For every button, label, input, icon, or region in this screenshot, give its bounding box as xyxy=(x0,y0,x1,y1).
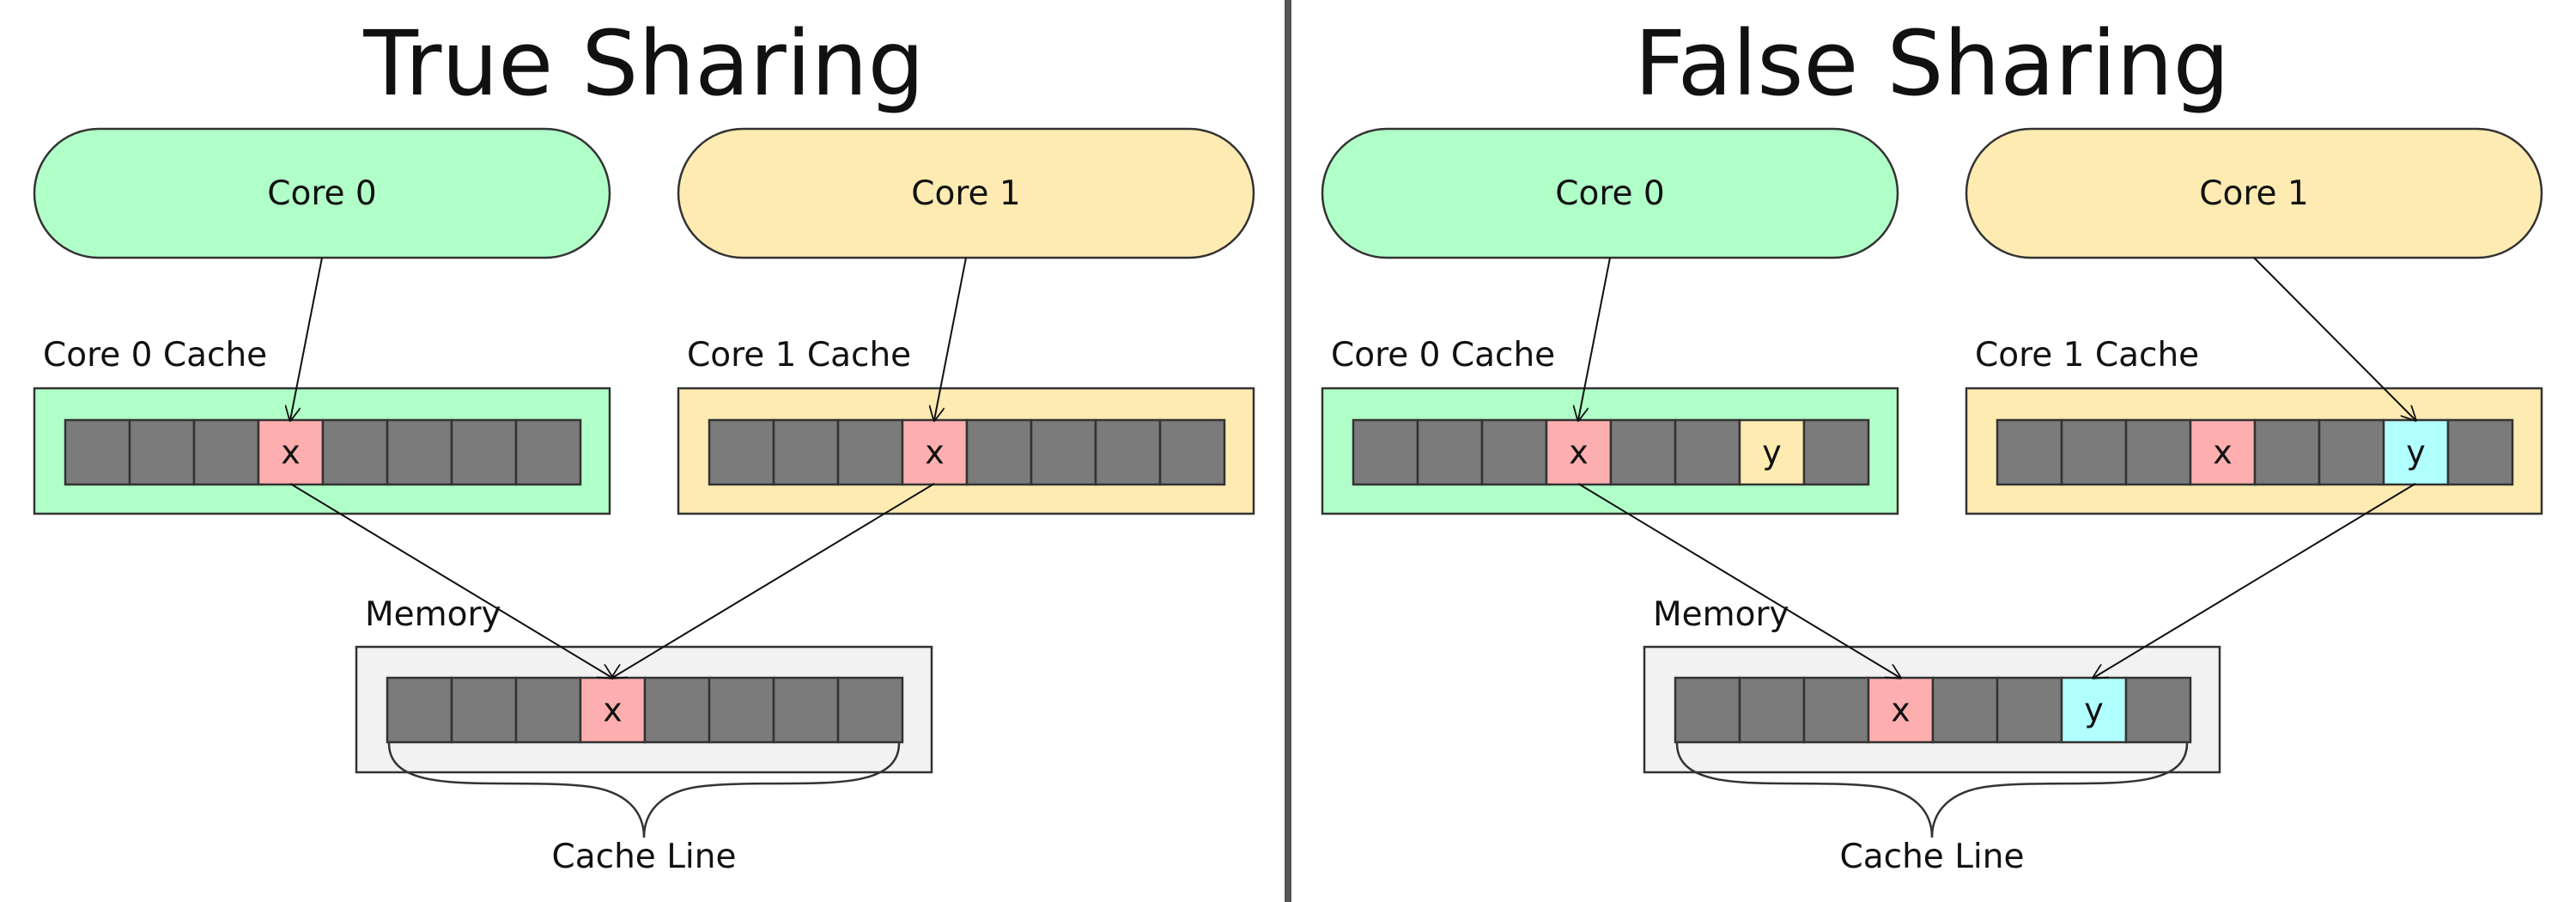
cache-line-brace xyxy=(1675,742,2189,838)
cell-empty xyxy=(64,418,131,486)
cell-y: y xyxy=(2060,676,2128,744)
core-1-cache-label: Core 1 Cache xyxy=(1975,336,2199,375)
cell-empty xyxy=(1352,418,1419,486)
cell-empty xyxy=(386,676,453,744)
cell-y: y xyxy=(2382,418,2450,486)
cell-empty xyxy=(1609,418,1677,486)
core-1-cache-label: Core 1 Cache xyxy=(687,336,911,375)
memory-label: Memory xyxy=(1653,595,1789,634)
memory-line: x xyxy=(386,676,904,744)
arrow-cache1-to-memory xyxy=(2093,483,2416,678)
cell-empty xyxy=(1738,676,1806,744)
arrow-cache0-to-memory xyxy=(289,483,612,678)
arrow-cache1-to-memory xyxy=(612,483,935,678)
core-1-node: Core 1 xyxy=(677,127,1255,259)
cell-label: y xyxy=(2084,692,2104,729)
cell-empty xyxy=(772,418,840,486)
cache-line-label: Cache Line xyxy=(1840,838,2025,876)
arrow-core1-to-cache xyxy=(2253,257,2415,420)
core-1-label: Core 1 xyxy=(911,174,1020,213)
panel-title: False Sharing xyxy=(1634,11,2229,116)
cell-x: x xyxy=(579,676,647,744)
core-0-cache-label: Core 0 Cache xyxy=(43,336,267,375)
core-0-cache-label: Core 0 Cache xyxy=(1331,336,1555,375)
cell-x: x xyxy=(1545,418,1613,486)
cell-empty xyxy=(1931,676,1999,744)
cell-empty xyxy=(1674,676,1741,744)
cell-empty xyxy=(386,418,453,486)
cell-label: x xyxy=(2213,434,2233,472)
panel-true-sharing: True Sharing Core 0 Core 1 Core 0 Cache … xyxy=(33,11,1255,876)
cell-empty xyxy=(2446,418,2514,486)
cell-x: x xyxy=(901,418,969,486)
cell-empty xyxy=(965,418,1033,486)
cell-empty xyxy=(1030,418,1097,486)
core-1-node: Core 1 xyxy=(1965,127,2543,259)
arrow-core0-to-cache xyxy=(290,257,323,420)
cell-label: x xyxy=(1569,434,1589,472)
core-1-cache-line: x xyxy=(708,418,1226,486)
cell-empty xyxy=(1674,418,1741,486)
cell-label: y xyxy=(2406,434,2426,472)
cell-empty xyxy=(450,418,518,486)
cell-empty xyxy=(2253,418,2321,486)
cell-empty xyxy=(321,418,389,486)
cache-line-brace xyxy=(387,742,901,838)
cell-empty xyxy=(1802,418,1870,486)
cell-label: x xyxy=(925,434,945,472)
cell-label: x xyxy=(603,692,623,729)
core-0-label: Core 0 xyxy=(267,174,376,213)
cell-empty xyxy=(1158,418,1226,486)
cell-empty xyxy=(128,418,196,486)
cell-empty xyxy=(708,676,775,744)
core-0-node: Core 0 xyxy=(33,127,611,259)
cell-empty xyxy=(643,676,711,744)
cell-empty xyxy=(514,676,582,744)
core-0-label: Core 0 xyxy=(1555,174,1664,213)
cell-empty xyxy=(2318,418,2385,486)
cell-x: x xyxy=(257,418,325,486)
core-1-label: Core 1 xyxy=(2199,174,2308,213)
cell-empty xyxy=(2124,418,2192,486)
cell-empty xyxy=(514,418,582,486)
panel-false-sharing: False Sharing Core 0 Core 1 Core 0 Cache… xyxy=(1321,11,2543,876)
cell-label: y xyxy=(1762,434,1782,472)
core-0-cache-line: x xyxy=(64,418,582,486)
cell-x: x xyxy=(2189,418,2257,486)
cell-empty xyxy=(772,676,840,744)
cell-empty xyxy=(2060,418,2128,486)
cell-y: y xyxy=(1738,418,1806,486)
cell-empty xyxy=(450,676,518,744)
arrow-core1-to-cache xyxy=(934,257,967,420)
memory-label: Memory xyxy=(365,595,501,634)
cell-empty xyxy=(1416,418,1484,486)
cache-line-label: Cache Line xyxy=(552,838,737,876)
core-0-node: Core 0 xyxy=(1321,127,1899,259)
cell-label: x xyxy=(281,434,301,472)
cell-empty xyxy=(836,676,904,744)
cell-empty xyxy=(192,418,260,486)
arrow-core0-to-cache xyxy=(1578,257,1611,420)
cell-empty xyxy=(1802,676,1870,744)
cell-x: x xyxy=(1867,676,1935,744)
cell-label: x xyxy=(1891,692,1911,729)
cell-empty xyxy=(1996,676,2063,744)
cell-empty xyxy=(1480,418,1548,486)
arrow-cache0-to-memory xyxy=(1577,483,1900,678)
panel-title: True Sharing xyxy=(362,11,924,116)
cell-empty xyxy=(1996,418,2063,486)
cell-empty xyxy=(2124,676,2192,744)
cell-empty xyxy=(836,418,904,486)
cell-empty xyxy=(708,418,775,486)
cell-empty xyxy=(1094,418,1162,486)
